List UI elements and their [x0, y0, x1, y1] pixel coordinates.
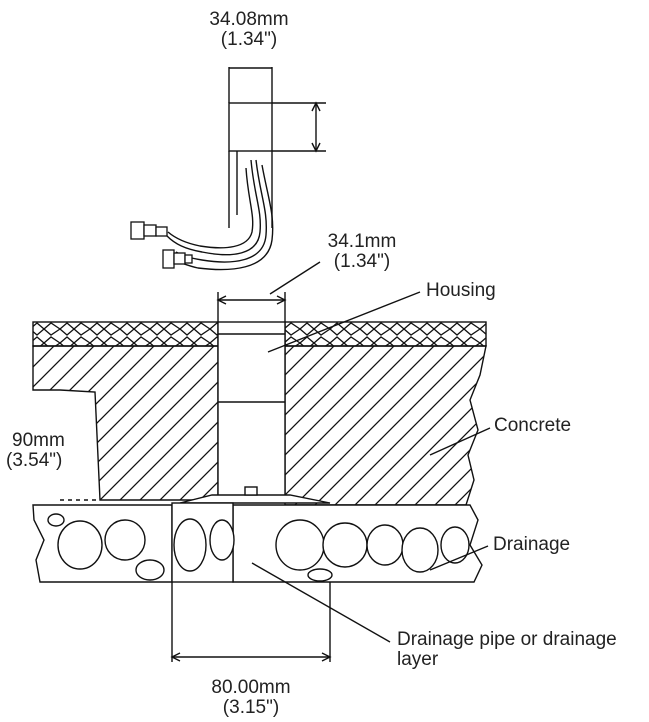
drainage-pipe-label-line1: Drainage pipe or drainage [397, 629, 617, 650]
concrete-layer [32, 345, 487, 506]
drainage-layer [32, 502, 483, 583]
top-width-dimension [228, 67, 273, 103]
drainage-pipe-label-line2: layer [397, 649, 439, 670]
housing-width-mm-label: 34.1mm [327, 231, 397, 252]
drainage-leader [429, 545, 489, 571]
housing-width-dimension [216, 261, 321, 322]
bottom-width-mm-label: 80.00mm [211, 677, 291, 698]
bottom-width-dimension [170, 582, 332, 662]
depth-in-label: (3.54") [6, 450, 63, 471]
concrete-label: Concrete [494, 415, 572, 436]
housing-leader [267, 291, 421, 353]
concrete-leader [429, 427, 491, 456]
leader-lines [251, 291, 491, 643]
housing-label: Housing [426, 280, 496, 301]
sensor-head [228, 102, 273, 152]
housing-width-in-label: (1.34") [333, 251, 391, 272]
sensor-height-dimension [272, 101, 326, 153]
housing [179, 321, 331, 504]
bottom-width-in-label: (3.15") [222, 697, 280, 718]
sensor [228, 102, 273, 228]
cable-connectors [130, 221, 193, 269]
depth-mm-label: 90mm [12, 430, 65, 451]
top-width-mm-label: 34.08mm [209, 9, 289, 30]
sensor-cables [166, 159, 274, 271]
pipe-leader [251, 562, 391, 643]
top-width-in-label: (1.34") [220, 29, 278, 50]
drainage-label: Drainage [493, 534, 571, 555]
